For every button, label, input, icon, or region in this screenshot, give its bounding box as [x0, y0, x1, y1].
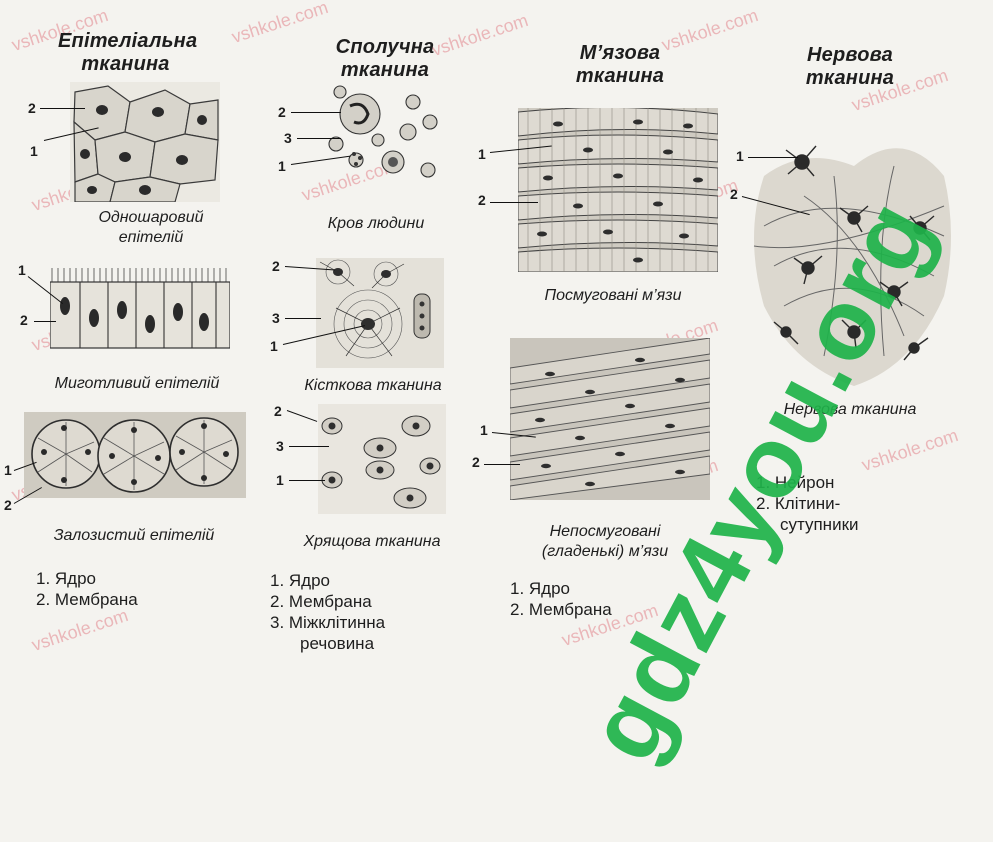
legend-item: 2. Мембрана [36, 590, 138, 609]
watermark: vshkole.com [859, 425, 961, 475]
label-1: 1 [276, 472, 284, 488]
pointer-line [748, 157, 798, 158]
pointer-line [40, 108, 85, 109]
legend-item: 2. Клітини- [756, 494, 841, 513]
watermark: vshkole.com [229, 0, 331, 47]
label-2: 2 [272, 258, 280, 274]
header-connective: Сполучна тканина [335, 36, 435, 81]
watermark: vshkole.com [29, 605, 131, 655]
pointer-line [484, 464, 520, 465]
legend-item: 1. Ядро [36, 569, 97, 588]
caption-nervous-tissue: Нервова тканина [783, 401, 917, 418]
caption-ciliated: Миготливий епітелій [54, 375, 220, 392]
header-epithelial: Епітеліальна тканина [58, 30, 198, 75]
label-1: 1 [736, 148, 744, 164]
bone-tissue-image [316, 258, 444, 368]
header-nervous: Нервова тканина [805, 44, 895, 89]
legend-nervous: 1. Нейрон 2. Клітини- сутупники [756, 472, 859, 535]
label-1: 1 [478, 146, 486, 162]
label-2: 2 [20, 312, 28, 328]
legend-item: 1. Ядро [270, 571, 331, 590]
caption-striated: Посмуговані м’язи [544, 287, 682, 304]
legend-item: речовина [300, 634, 375, 653]
label-1: 1 [18, 262, 26, 278]
label-2: 2 [274, 403, 282, 419]
pointer-line [289, 480, 325, 481]
pointer-line [285, 318, 321, 319]
label-1: 1 [480, 422, 488, 438]
cartilage-image [318, 404, 446, 514]
label-3: 3 [272, 310, 280, 326]
nervous-tissue-image [744, 106, 960, 390]
label-2: 2 [730, 186, 738, 202]
blood-image [318, 84, 448, 184]
caption-glandular: Залозистий епітелій [53, 527, 215, 544]
caption-smooth: Непосмуговані (гладенькі) м’язи [541, 523, 669, 560]
legend-item: 1. Нейрон [756, 473, 835, 492]
smooth-muscle-image [510, 338, 710, 500]
label-3: 3 [284, 130, 292, 146]
label-1: 1 [270, 338, 278, 354]
watermark: vshkole.com [429, 10, 531, 60]
legend-item: 3. Міжклітинна [270, 613, 386, 632]
single-layer-epithelium-image [70, 82, 220, 202]
pointer-line [34, 321, 56, 322]
pointer-line [297, 138, 341, 139]
caption-cartilage: Хрящова тканина [303, 533, 441, 550]
caption-blood: Кров людини [327, 215, 425, 232]
label-1: 1 [278, 158, 286, 174]
striated-muscle-image [518, 108, 718, 272]
legend-item: 2. Мембрана [270, 592, 372, 611]
glandular-epithelium-image [24, 412, 246, 498]
ciliated-epithelium-image [50, 266, 230, 352]
label-2: 2 [4, 497, 12, 513]
legend-muscle: 1. Ядро 2. Мембрана [510, 578, 612, 620]
legend-item: 1. Ядро [510, 579, 571, 598]
label-3: 3 [276, 438, 284, 454]
pointer-line [286, 410, 318, 422]
legend-epithelial: 1. Ядро 2. Мембрана [36, 568, 138, 610]
label-2: 2 [472, 454, 480, 470]
pointer-line [291, 112, 341, 113]
legend-connective: 1. Ядро 2. Мембрана 3. Міжклітинна речов… [270, 570, 385, 654]
header-muscle: М’язова тканина [575, 42, 665, 87]
label-2: 2 [28, 100, 36, 116]
label-2: 2 [478, 192, 486, 208]
pointer-line [289, 446, 329, 447]
label-1: 1 [30, 143, 38, 159]
label-2: 2 [278, 104, 286, 120]
legend-item: сутупники [780, 515, 859, 534]
caption-single-layer: Одношаровий епітелій [98, 209, 204, 246]
caption-bone: Кісткова тканина [304, 377, 442, 394]
pointer-line [490, 202, 538, 203]
legend-item: 2. Мембрана [510, 600, 612, 619]
label-1: 1 [4, 462, 12, 478]
